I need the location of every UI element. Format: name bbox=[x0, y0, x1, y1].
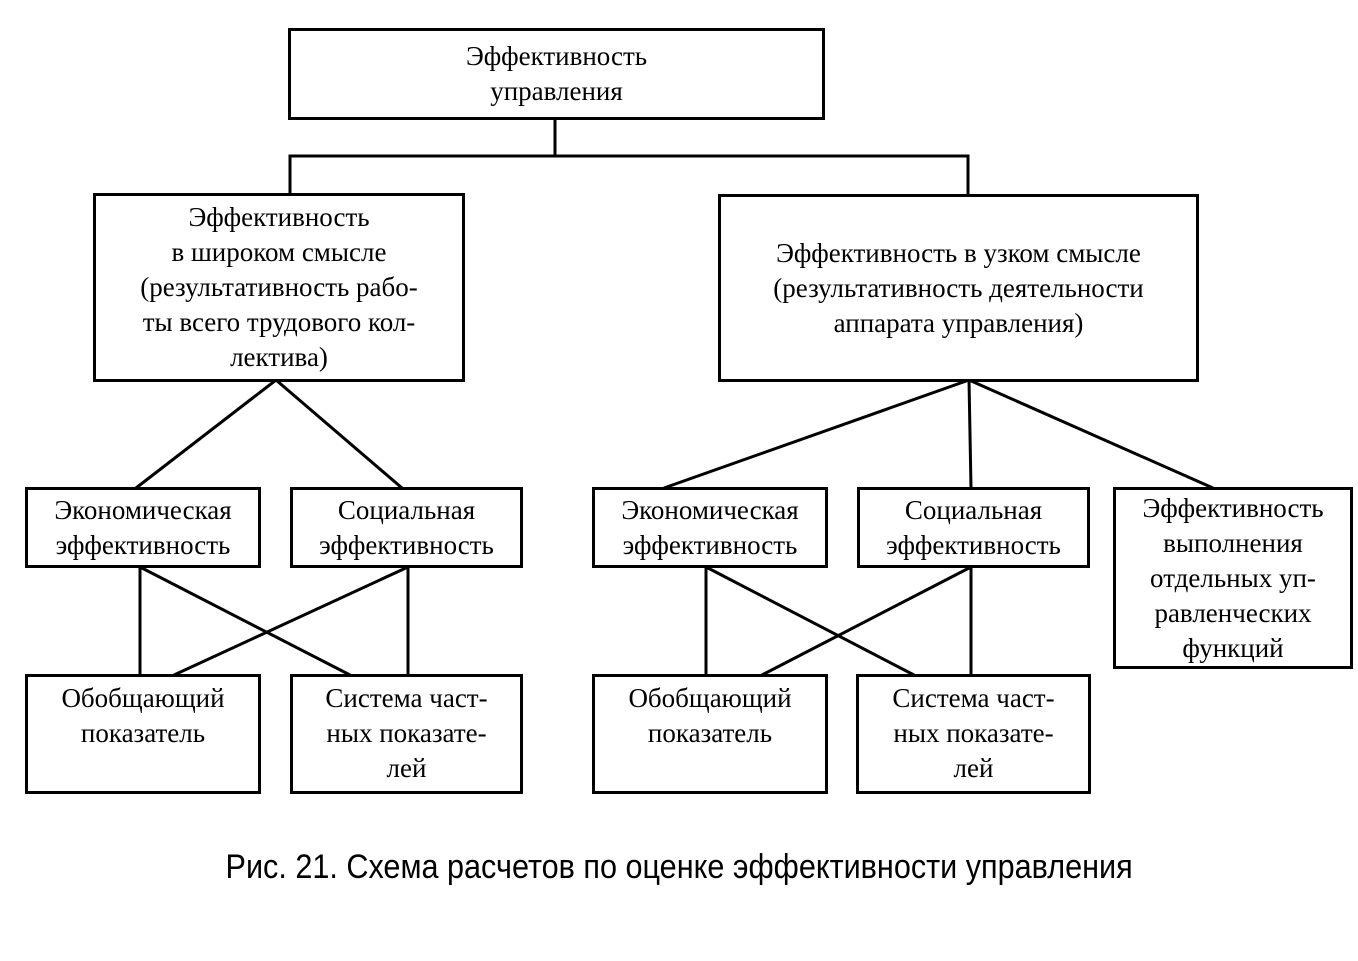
narrow-general-indicator-box: Обобщающий показатель bbox=[592, 674, 828, 794]
broad-line-5: лектива) bbox=[230, 342, 328, 372]
broad-econ-line-2: эффективность bbox=[55, 529, 231, 560]
narrow-general-line-1: Обобщающий bbox=[628, 683, 792, 713]
root-line-1: Эффективность bbox=[465, 41, 648, 71]
broad-social-line-1: Социальная bbox=[337, 494, 476, 525]
narrow-partial-line-2: ных показате- bbox=[893, 718, 1054, 748]
broad-line-4: ты всего трудового кол- bbox=[142, 307, 416, 337]
broad-economic-box: Экономическая эффективность bbox=[25, 487, 261, 568]
connector-broad-econ bbox=[135, 378, 277, 490]
connector-narrow-social-general bbox=[761, 565, 972, 677]
narrow-line-2: (результативность деятельности bbox=[773, 272, 1144, 303]
broad-partial-line-3: лей bbox=[386, 753, 427, 783]
connector-narrow-econ-partial bbox=[705, 565, 915, 677]
narrow-social-box: Социальная эффективность bbox=[857, 487, 1090, 568]
narrow-social-line-2: эффективность bbox=[886, 529, 1061, 560]
broad-partial-indicators-box: Система част- ных показате- лей bbox=[290, 674, 523, 794]
broad-efficiency-box: Эффективность в широком смысле (результа… bbox=[93, 193, 465, 382]
narrow-econ-line-1: Экономическая bbox=[621, 494, 799, 525]
narrow-line-3: аппарата управления) bbox=[833, 307, 1084, 338]
broad-general-line-1: Обобщающий bbox=[61, 683, 225, 713]
narrow-functions-box: Эффективность выполнения отдельных уп- р… bbox=[1113, 487, 1353, 669]
broad-line-3: (результативность рабо- bbox=[140, 272, 418, 302]
connector-broad-social bbox=[275, 378, 403, 490]
connector-broad-econ-partial bbox=[139, 565, 351, 677]
narrow-partial-line-1: Система част- bbox=[892, 683, 1055, 713]
broad-line-1: Эффективность bbox=[188, 202, 370, 232]
functions-line-4: равленческих bbox=[1154, 597, 1312, 628]
root-line-2: управления bbox=[490, 76, 623, 106]
broad-econ-line-1: Экономическая bbox=[54, 494, 232, 525]
functions-line-1: Эффективность bbox=[1142, 492, 1324, 523]
connector-narrow-functions bbox=[968, 378, 1214, 490]
connector-root-bracket bbox=[288, 154, 970, 194]
broad-social-box: Социальная эффективность bbox=[290, 487, 523, 568]
connector-narrow-social bbox=[967, 379, 973, 489]
connector-broad-social-general bbox=[173, 565, 409, 677]
narrow-general-line-2: показатель bbox=[647, 718, 773, 748]
root-box: Эффективность управления bbox=[288, 28, 825, 120]
broad-social-line-2: эффективность bbox=[319, 529, 494, 560]
broad-line-2: в широком смысле bbox=[171, 237, 387, 267]
functions-line-2: выполнения bbox=[1163, 527, 1303, 558]
connector-narrow-econ bbox=[663, 378, 970, 490]
narrow-economic-box: Экономическая эффективность bbox=[592, 487, 828, 568]
functions-line-3: отдельных уп- bbox=[1150, 562, 1316, 593]
broad-general-indicator-box: Обобщающий показатель bbox=[25, 674, 261, 794]
functions-line-5: функций bbox=[1182, 632, 1284, 663]
narrow-partial-indicators-box: Система част- ных показате- лей bbox=[856, 674, 1091, 794]
narrow-line-1: Эффективность в узком смысле bbox=[776, 237, 1141, 268]
broad-partial-line-2: ных показате- bbox=[326, 718, 487, 748]
broad-partial-line-1: Система част- bbox=[325, 683, 488, 713]
narrow-social-line-1: Социальная bbox=[904, 494, 1043, 525]
figure-caption: Рис. 21. Схема расчетов по оценке эффект… bbox=[225, 848, 1133, 886]
narrow-econ-line-2: эффективность bbox=[622, 529, 798, 560]
narrow-partial-line-3: лей bbox=[953, 753, 994, 783]
broad-general-line-2: показатель bbox=[80, 718, 206, 748]
narrow-efficiency-box: Эффективность в узком смысле (результати… bbox=[718, 194, 1199, 382]
